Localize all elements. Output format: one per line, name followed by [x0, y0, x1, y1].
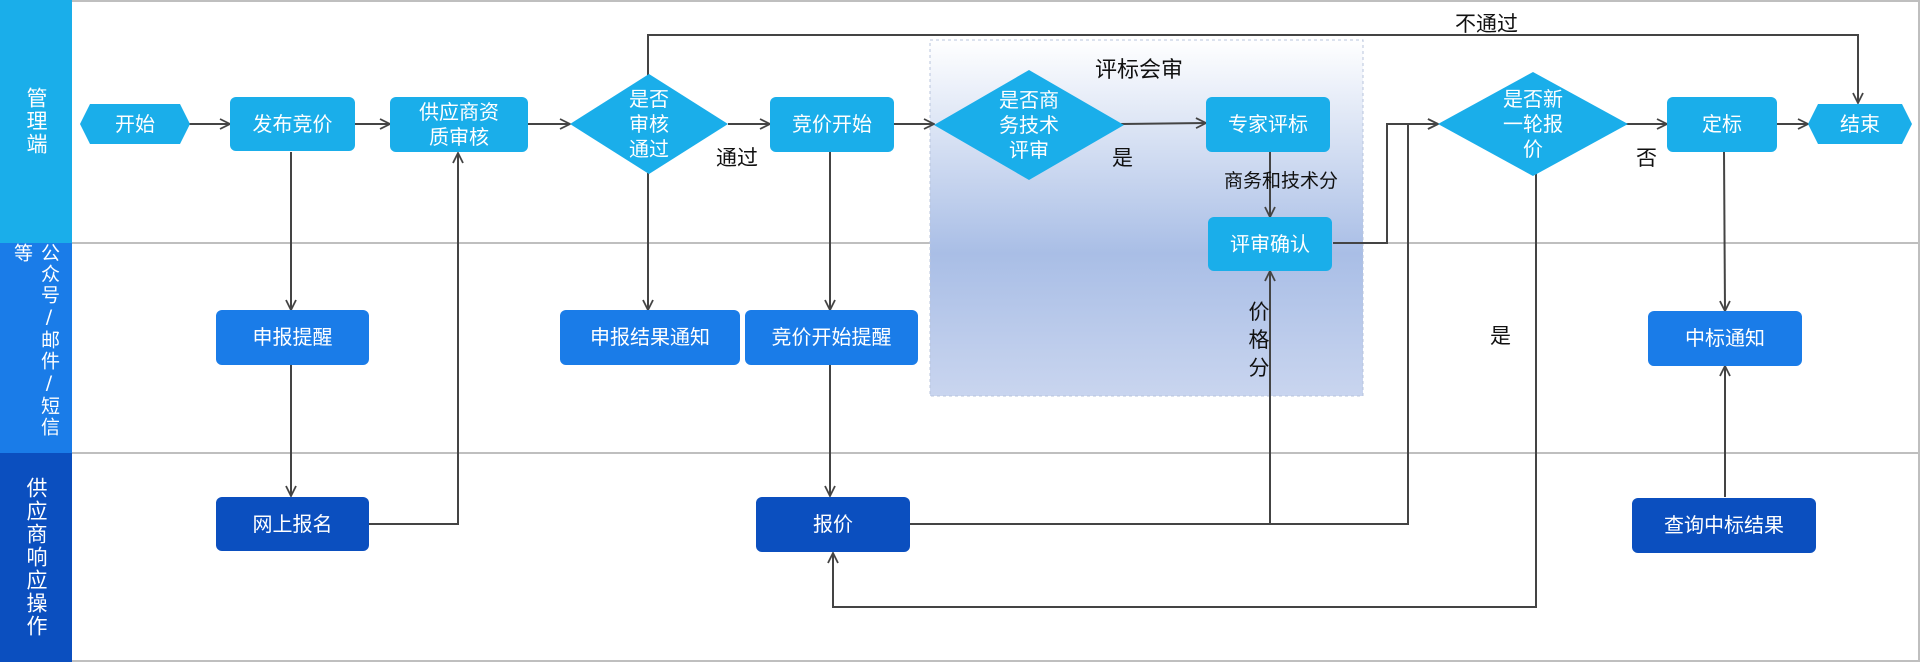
edge-signup-qualify [369, 153, 458, 525]
label-biz-tech-score: 商务和技术分 [1224, 170, 1339, 192]
new-round-decision: 是否新 一轮报 价 [1438, 72, 1628, 176]
label-yes-tech: 是 [1112, 146, 1133, 170]
start-label: 开始 [115, 111, 155, 136]
edge-tech-expert [1120, 123, 1206, 124]
review-pass-label: 是否 审核 通过 [629, 86, 669, 161]
award-node: 定标 [1667, 97, 1777, 152]
bid-start-remind-node: 竞价开始提醒 [745, 310, 918, 365]
edge-confirm-round [1333, 124, 1438, 244]
label-price-score: 价 格 分 [1248, 300, 1270, 380]
bid-start-node: 竞价开始 [770, 97, 894, 152]
review-confirm-node: 评审确认 [1208, 217, 1332, 271]
lane-header-supplier-bg [0, 453, 72, 662]
edge-award-winnotice [1724, 151, 1725, 311]
quote-node: 报价 [756, 497, 910, 552]
review-group-title: 评标会审 [1095, 58, 1184, 83]
end-node: 结束 [1808, 104, 1912, 144]
lane-header-notify-bg [0, 243, 72, 453]
label-no-round: 否 [1636, 146, 1657, 170]
label-not-pass: 不通过 [1455, 12, 1518, 36]
expert-review-node: 专家评标 [1206, 97, 1330, 152]
edge-round-quote-yes [833, 173, 1537, 608]
label-pass: 通过 [716, 146, 758, 170]
end-label: 结束 [1840, 111, 1880, 136]
lane-label-supplier: 供应商响应操作 [24, 477, 48, 638]
query-result-node: 查询中标结果 [1632, 498, 1816, 553]
win-notice-node: 中标通知 [1648, 311, 1802, 366]
tech-review-decision: 是否商 务技术 评审 [934, 70, 1124, 180]
apply-remind-node: 申报提醒 [216, 310, 369, 365]
label-yes-round: 是 [1490, 324, 1511, 348]
apply-result-node: 申报结果通知 [560, 310, 740, 365]
new-round-label: 是否新 一轮报 价 [1503, 86, 1563, 161]
qualify-review-node: 供应商资 质审核 [390, 97, 528, 152]
edge-quote-round [910, 124, 1438, 525]
edge-review-end-notpass [647, 34, 1858, 103]
lane-label-notify: 公众号/邮件/短信等 [11, 243, 60, 438]
review-pass-decision: 是否 审核 通过 [570, 74, 728, 174]
tech-review-label: 是否商 务技术 评审 [999, 87, 1059, 162]
online-signup-node: 网上报名 [216, 497, 369, 551]
lane-header-manager-bg [0, 0, 72, 243]
start-node: 开始 [80, 104, 190, 144]
publish-bid-node: 发布竞价 [230, 97, 355, 151]
lane-label-manager: 管理端 [24, 87, 48, 156]
